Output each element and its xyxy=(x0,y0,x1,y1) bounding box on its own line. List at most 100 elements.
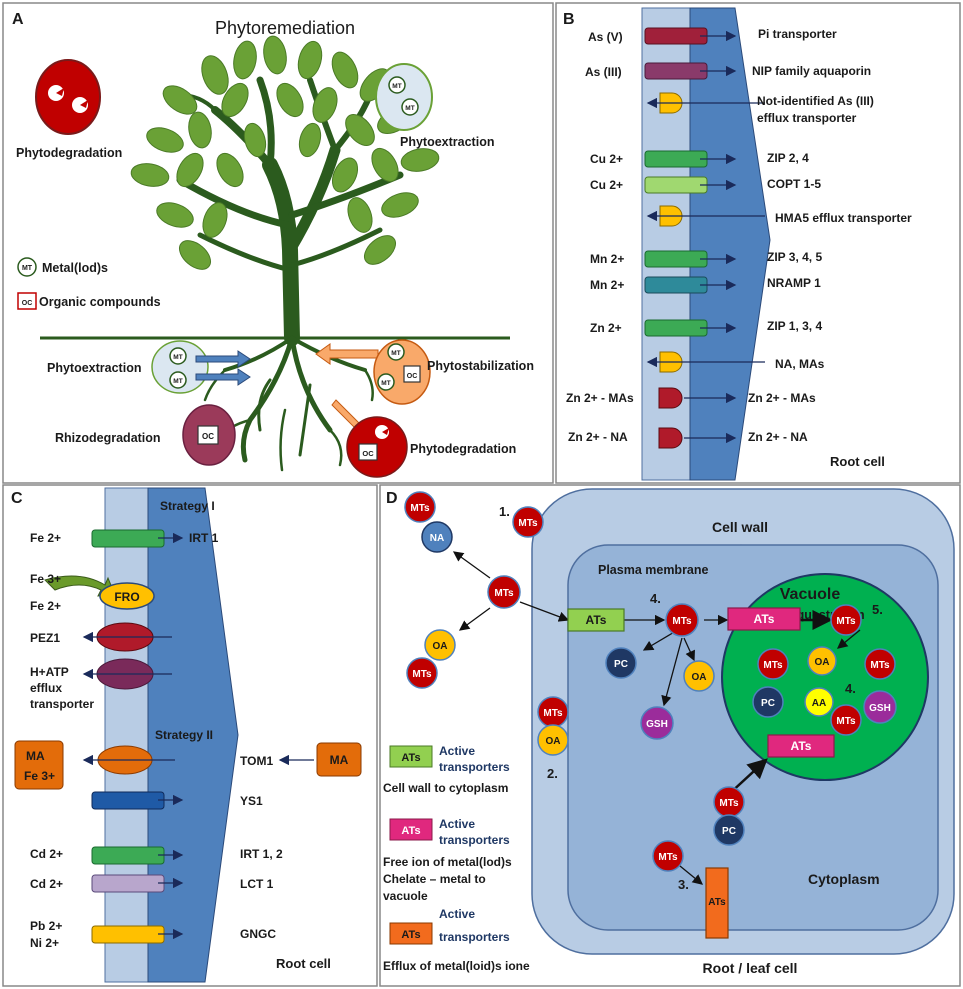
phytoextraction-root-cell-icon: MT MT xyxy=(151,340,209,394)
legend3-title-1: Active xyxy=(439,907,475,921)
mts-text: MTs xyxy=(870,660,890,671)
panel-c: C Strategy I Strategy II Fe 2+ IRT 1 Fe … xyxy=(2,484,378,987)
panel-b: B As (V) Pi transporter As (III) NIP fam… xyxy=(555,2,961,484)
phytoextraction-top-label: Phytoextraction xyxy=(400,135,494,149)
legend-ats-pink-icon xyxy=(389,818,433,841)
panel-d-letter: D xyxy=(386,490,398,507)
hatp-label-3: transporter xyxy=(30,697,94,711)
pc-text: PC xyxy=(761,698,775,709)
tom1-label: TOM1 xyxy=(240,754,273,768)
nip-aquaporin-icon xyxy=(644,62,708,80)
transporter-copt: COPT 1-5 xyxy=(767,177,821,191)
legend2-desc-2: Chelate – metal to xyxy=(383,872,486,886)
transporter-zip345: ZIP 3, 4, 5 xyxy=(767,250,822,264)
legend-mt-label: Metal(lod)s xyxy=(42,261,108,275)
legend-ats-green-icon xyxy=(389,745,433,768)
mts-icon xyxy=(404,491,436,523)
root-cell-label-b: Root cell xyxy=(830,454,885,469)
rhizodegradation-label: Rhizodegradation xyxy=(55,431,161,445)
zip134-icon xyxy=(644,319,708,337)
transporter-zip24: ZIP 2, 4 xyxy=(767,151,809,165)
panel-c-letter: C xyxy=(11,490,23,507)
legend-mt-icon xyxy=(17,257,37,277)
ma-label: MA xyxy=(330,753,349,767)
oa-icon xyxy=(683,660,715,692)
oa-text: OA xyxy=(546,736,561,747)
mts-text: MTs xyxy=(410,503,430,514)
roots-icon xyxy=(203,335,374,472)
phytoremediation-title: Phytoremediation xyxy=(215,18,355,38)
gsh-icon xyxy=(640,706,674,740)
hatp-label-1: H+ATP xyxy=(30,665,69,679)
ats-text: ATs xyxy=(791,739,812,753)
mt-text-5: MT xyxy=(391,350,400,357)
mts-icon xyxy=(757,648,789,680)
phytostabilization-cell-icon: MT MT OC xyxy=(373,339,431,405)
legend-ats-orange-icon xyxy=(389,922,433,945)
strategy-2-label: Strategy II xyxy=(155,728,213,742)
mts-text: MTs xyxy=(518,518,538,529)
mt-text-3: MT xyxy=(173,354,182,361)
pi-transporter-icon xyxy=(644,27,708,45)
plasma-membrane-label: Plasma membrane xyxy=(598,563,709,577)
mts-text: MTs xyxy=(543,708,563,719)
nramp-icon xyxy=(644,276,708,294)
legend2-title-1: Active xyxy=(439,817,475,831)
mt-text-6: MT xyxy=(381,380,390,387)
pc-text: PC xyxy=(614,659,628,670)
fro-label: FRO xyxy=(114,590,139,604)
phytodegradation-cell-icon xyxy=(35,59,101,135)
na-text: NA xyxy=(430,533,444,544)
transporter-zn-mas: Zn 2+ - MAs xyxy=(748,391,816,405)
pez1-label: PEZ1 xyxy=(30,631,60,645)
ats-cell-wall-icon xyxy=(567,608,625,632)
ion-as-iii: As (III) xyxy=(585,65,622,79)
phytodegradation-bottom-cell-icon: OC xyxy=(346,416,408,478)
root-cell-shape-c xyxy=(147,487,239,983)
legend-oc-icon-text: OC xyxy=(22,300,33,307)
cell-wall-label: Cell wall xyxy=(712,519,768,535)
ys1-label: YS1 xyxy=(240,794,263,808)
panel-b-letter: B xyxy=(563,11,575,28)
lct1-icon xyxy=(91,874,165,893)
panel-a: A Phytoremediation xyxy=(2,2,554,484)
ma-fe-label-1: MA xyxy=(26,749,45,763)
mts-text: MTs xyxy=(763,660,783,671)
mts-icon xyxy=(665,603,699,637)
panel-a-letter: A xyxy=(12,11,24,28)
mts-icon xyxy=(864,648,896,680)
membrane-outer-c xyxy=(104,487,149,983)
transporter-hma5: HMA5 efflux transporter xyxy=(775,211,912,225)
ats-efflux-icon xyxy=(705,867,729,939)
legend-mt-icon-text: MT xyxy=(22,265,33,272)
cytoplasm-label: Cytoplasm xyxy=(808,871,880,887)
ats-vacuole-icon xyxy=(727,607,801,631)
irt1-label: IRT 1 xyxy=(189,531,219,545)
gngc-label: GNGC xyxy=(240,927,276,941)
transporter-zip134: ZIP 1, 3, 4 xyxy=(767,319,822,333)
mts-text: MTs xyxy=(412,669,432,680)
panel-b-rows: As (V) Pi transporter As (III) NIP famil… xyxy=(566,27,912,449)
pb-label: Pb 2+ xyxy=(30,919,62,933)
ma-box xyxy=(316,742,362,777)
oc-text-3: OC xyxy=(362,449,374,458)
oa-text: OA xyxy=(815,657,830,668)
ys1-icon xyxy=(91,791,165,810)
legend-ats-green-text: ATs xyxy=(401,752,420,764)
transporter-zn-na: Zn 2+ - NA xyxy=(748,430,808,444)
phytostabilization-label: Phytostabilization xyxy=(427,359,534,373)
fro-icon xyxy=(99,582,155,610)
phytoextraction-arrows-icon xyxy=(195,350,251,386)
oa-icon xyxy=(807,646,837,676)
legend2-desc-1: Free ion of metal(lod)s xyxy=(383,855,512,869)
phytodegradation-bottom-label: Phytodegradation xyxy=(410,442,516,456)
mts-text: MTs xyxy=(836,716,856,727)
mts-text: MTs xyxy=(658,852,678,863)
ion-mn-2: Mn 2+ xyxy=(590,278,624,292)
legend3-desc: Efflux of metal(loid)s ione xyxy=(383,959,530,973)
phytoextraction-bottom-label: Phytoextraction xyxy=(47,361,141,375)
aa-icon xyxy=(804,687,834,717)
root-cell-label-c: Root cell xyxy=(276,956,331,971)
fe2-label: Fe 2+ xyxy=(30,531,61,545)
